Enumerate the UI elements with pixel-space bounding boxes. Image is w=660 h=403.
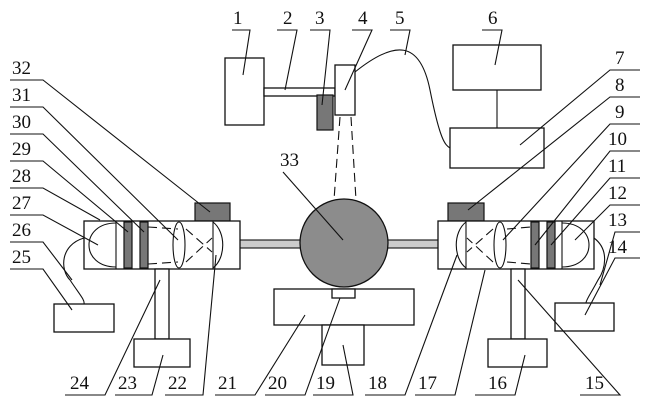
component-7 <box>450 128 544 168</box>
label-27: 27 <box>12 193 31 214</box>
component-14 <box>555 303 614 331</box>
beam-line <box>351 117 356 200</box>
label-23: 23 <box>118 373 137 394</box>
plate-29 <box>124 222 132 268</box>
stem-24 <box>155 269 169 339</box>
label-2: 2 <box>283 8 293 29</box>
label-29: 29 <box>12 139 31 160</box>
label-31: 31 <box>12 85 31 106</box>
label-5: 5 <box>395 8 405 29</box>
label-14: 14 <box>608 237 628 258</box>
right-housing <box>438 221 594 269</box>
component-8 <box>448 203 484 221</box>
label-20: 20 <box>268 373 287 394</box>
label-21: 21 <box>218 373 237 394</box>
label-22: 22 <box>168 373 187 394</box>
label-4: 4 <box>358 8 368 29</box>
label-11: 11 <box>608 156 626 177</box>
label-13: 13 <box>608 210 627 231</box>
label-18: 18 <box>368 373 387 394</box>
sphere-33 <box>300 199 388 287</box>
label-16: 16 <box>488 373 507 394</box>
beam-line <box>334 117 340 200</box>
label-1: 1 <box>233 8 243 29</box>
label-19: 19 <box>316 373 335 394</box>
label-3: 3 <box>315 8 325 29</box>
label-10: 10 <box>608 129 627 150</box>
label-26: 26 <box>12 220 31 241</box>
label-25: 25 <box>12 247 31 268</box>
component-23 <box>134 339 190 367</box>
label-32: 32 <box>12 58 31 79</box>
label-12: 12 <box>608 183 627 204</box>
label-28: 28 <box>12 166 31 187</box>
component-32 <box>195 203 230 221</box>
label-24: 24 <box>70 373 90 394</box>
cable-5 <box>355 50 450 148</box>
component-3 <box>317 95 333 130</box>
label-33: 33 <box>280 150 299 171</box>
label-6: 6 <box>488 8 498 29</box>
label-7: 7 <box>615 48 625 69</box>
label-15: 15 <box>585 373 604 394</box>
component-20 <box>332 289 355 298</box>
label-17: 17 <box>418 373 437 394</box>
component-25 <box>54 304 114 332</box>
label-9: 9 <box>615 102 625 123</box>
label-30: 30 <box>12 112 31 133</box>
stem-15 <box>511 269 525 339</box>
component-16 <box>488 339 547 367</box>
component-6 <box>453 45 541 90</box>
label-8: 8 <box>615 75 625 96</box>
